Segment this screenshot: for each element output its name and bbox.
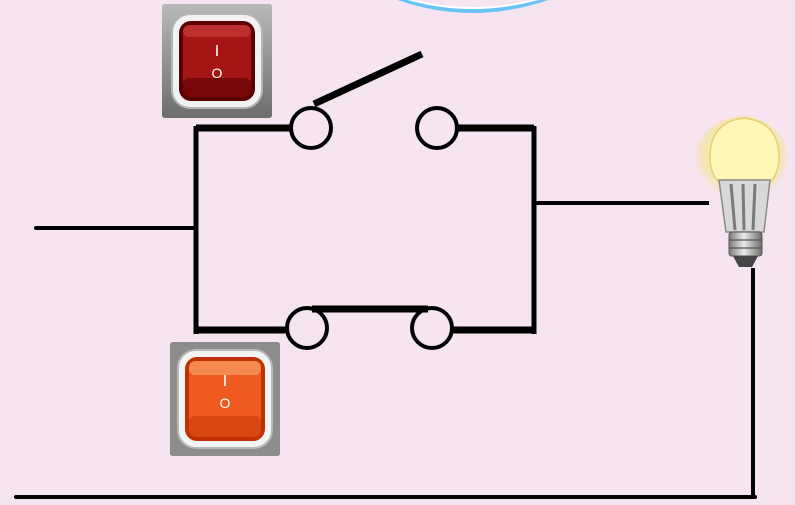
rocker-switch-icon: I O [162,4,272,118]
rocker-off-symbol: O [220,395,231,411]
light-bulb-icon [696,116,788,267]
sensor-arc [397,0,549,13]
bottom-contact-left [285,306,329,350]
top-contact-right [415,106,459,150]
rocker-off-symbol: O [212,65,223,81]
rocker-switch-top[interactable]: I O [162,4,272,118]
bottom-contact-right [410,306,454,350]
sensor-arc-inner [407,0,539,9]
top-switch-blade [312,50,424,108]
rocker-switch-icon: I O [170,342,280,456]
rocker-on-symbol: I [215,43,219,60]
rocker-switch-bottom[interactable]: I O [170,342,280,456]
rocker-on-symbol: I [223,373,227,390]
top-contact-left [289,106,333,150]
